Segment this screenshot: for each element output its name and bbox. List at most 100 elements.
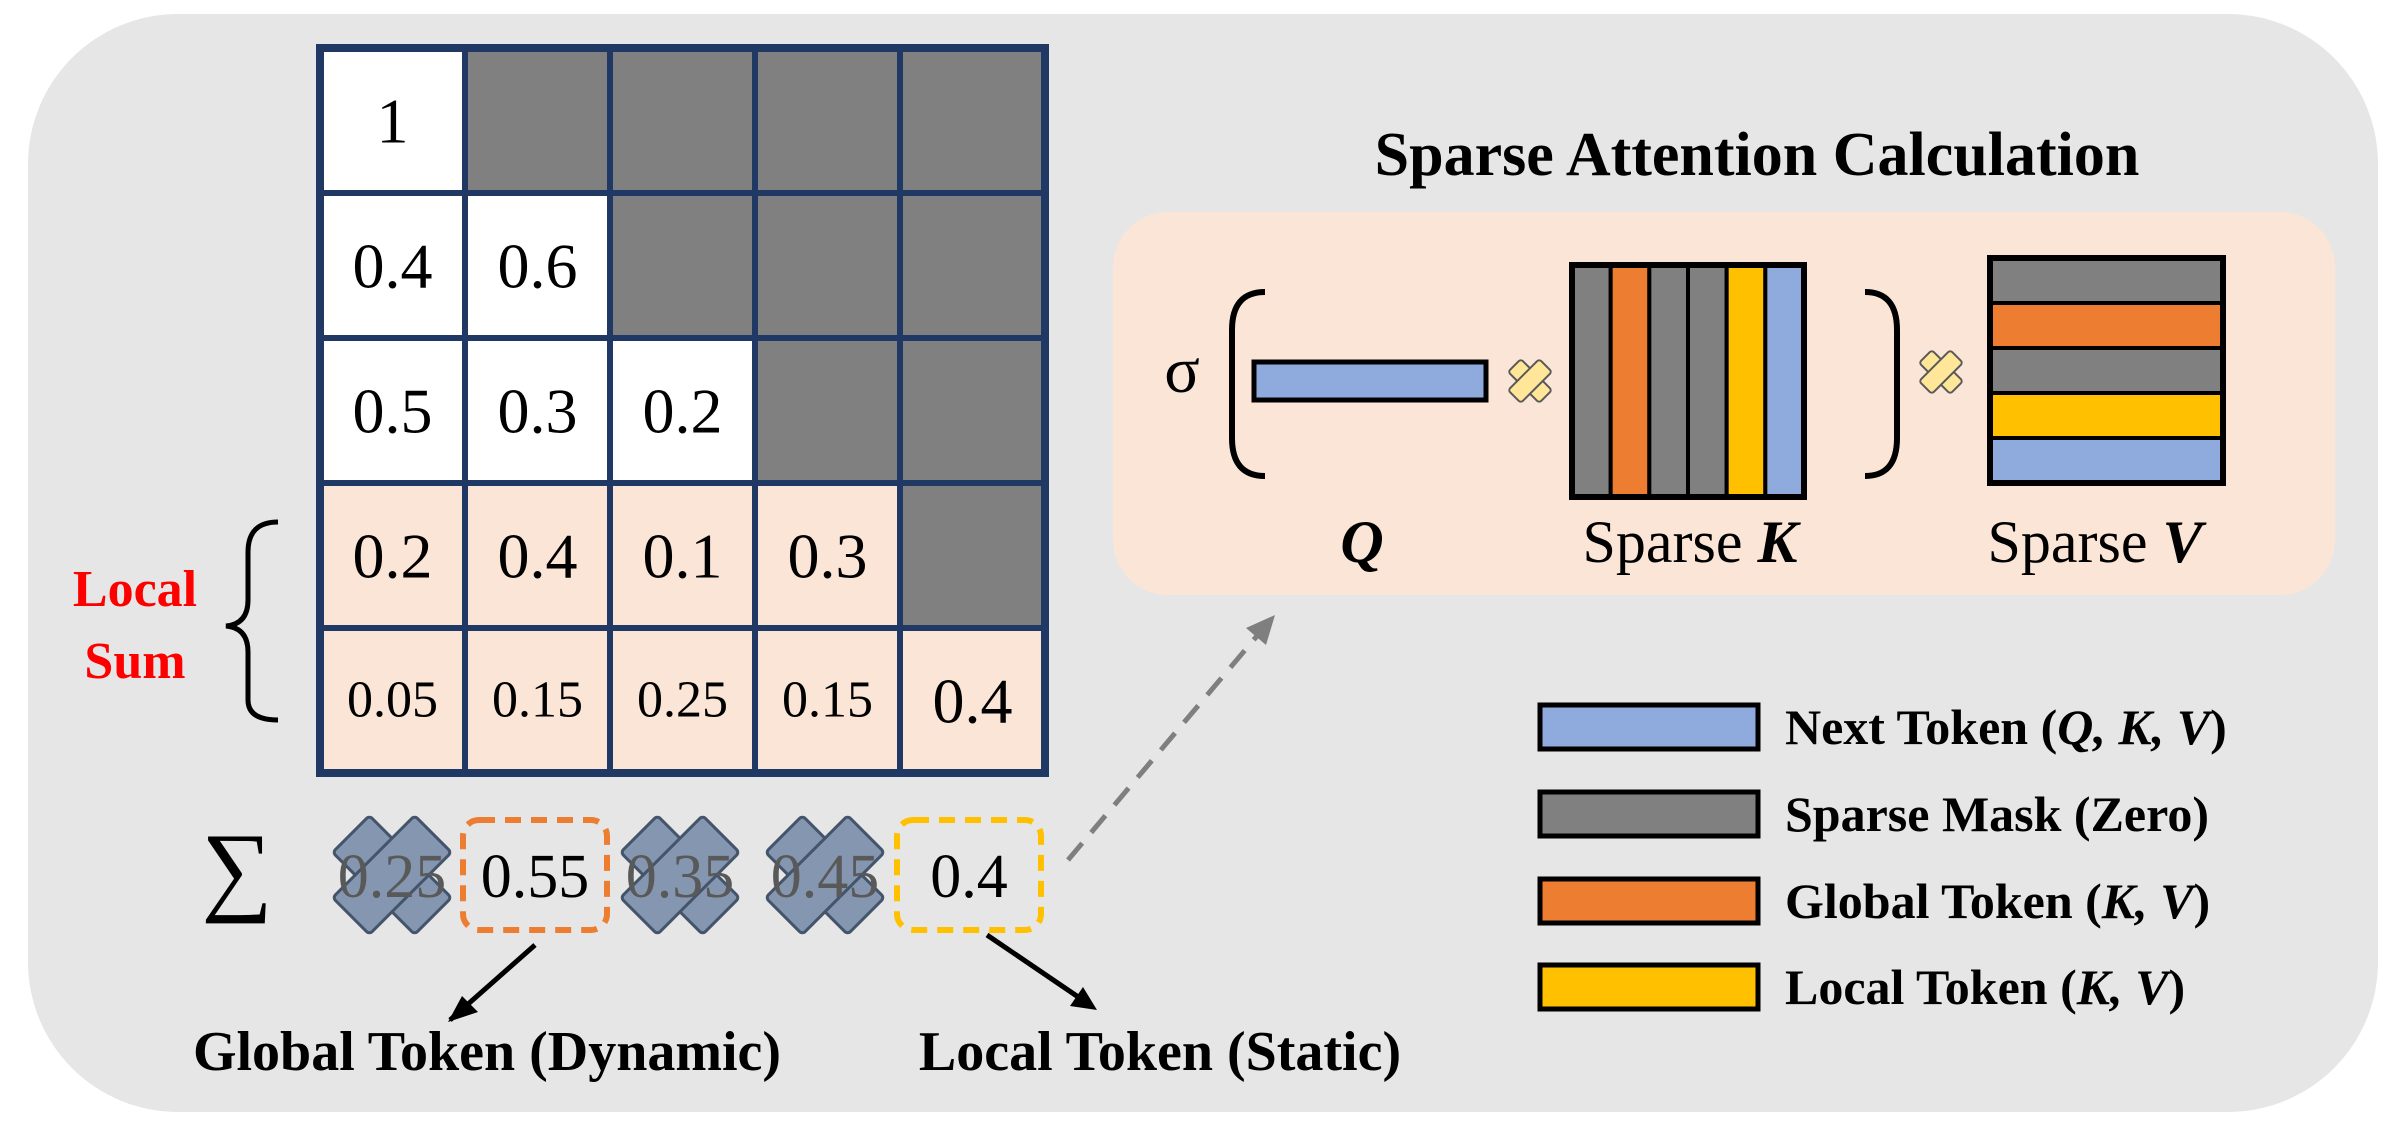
- sum-value: 0.55: [481, 843, 590, 911]
- matrix-cell-value: 0.15: [492, 672, 583, 729]
- sum-value: 0.35: [626, 843, 735, 911]
- k-column-mask: [1647, 263, 1691, 499]
- matrix-cell-masked: [752, 190, 903, 341]
- matrix-cell: [607, 625, 758, 776]
- sparse-v-matrix: [1987, 255, 2226, 486]
- multiply-stroke: [1919, 350, 1963, 394]
- matrix-border: [316, 44, 1049, 777]
- matrix-cell-value: 0.2: [643, 376, 723, 447]
- legend-label: Next Token (Q, K, V): [1785, 699, 2227, 755]
- legend-label: Sparse Mask (Zero): [1785, 786, 2209, 842]
- legend-swatch-mask: [1537, 789, 1761, 839]
- sum-global: 0.55: [460, 817, 610, 933]
- local-token-box: [894, 817, 1044, 933]
- matrix-cell-masked: [752, 45, 903, 196]
- multiply-icon: [1508, 359, 1552, 403]
- local-token-arrowhead: [1070, 987, 1097, 1010]
- strike-cross: [332, 815, 452, 935]
- matrix-cell-masked: [897, 480, 1048, 631]
- matrix-cell-value: 0.15: [782, 672, 873, 729]
- global-token-caption: Global Token (Dynamic): [193, 1021, 781, 1083]
- local-sum-brace: [225, 519, 279, 723]
- matrix-cell-value: 0.6: [498, 231, 578, 302]
- strike-cross: [620, 815, 740, 935]
- to-calculation-arrowhead: [1246, 615, 1275, 645]
- matrix-cell-masked: [462, 45, 613, 196]
- k-column-local: [1724, 263, 1768, 499]
- matrix-cell-masked: [897, 190, 1048, 341]
- legend-swatch-next: [1537, 702, 1761, 752]
- strike-cross: [765, 815, 885, 935]
- k-column-next: [1763, 263, 1807, 499]
- sparse-k-matrix: [1569, 262, 1807, 500]
- matrix-cell-value: 0.3: [498, 376, 578, 447]
- matrix-cell-masked: [752, 335, 903, 486]
- local-sum-label-line1: Local: [73, 561, 197, 618]
- calc-title: Sparse Attention Calculation: [1375, 121, 2140, 189]
- matrix-cell: [607, 335, 758, 486]
- right-paren: [1864, 289, 1900, 479]
- matrix-cell-value: 0.4: [933, 666, 1013, 737]
- v-row-global: [1988, 301, 2225, 350]
- global-token-arrowhead: [448, 996, 478, 1022]
- to-calculation-arrow: [1066, 628, 1264, 862]
- v-row-next: [1988, 436, 2225, 485]
- matrix-cell: [317, 625, 468, 776]
- legend-label: Global Token (K, V): [1785, 873, 2210, 929]
- global-token-box: [460, 817, 610, 933]
- legend: Next Token (Q, K, V) Sparse Mask (Zero) Gl…: [1537, 699, 2227, 1015]
- column-sums: 0.25 0.55 0.35 0.45 0.4: [332, 815, 1044, 935]
- matrix-cell-value: 0.3: [788, 521, 868, 592]
- sum-value: 0.45: [771, 843, 880, 911]
- sum-value: 0.4: [930, 843, 1008, 911]
- matrix-cell: [897, 625, 1048, 776]
- legend-item-mask: Sparse Mask (Zero): [1537, 786, 2209, 842]
- matrix-cell-masked: [897, 45, 1048, 196]
- sigma-symbol: σ: [1164, 334, 1200, 407]
- sum-dropped: 0.35: [620, 815, 740, 935]
- legend-swatch-global: [1537, 876, 1761, 926]
- v-matrix-border: [1987, 255, 2226, 486]
- matrix-cell-value: 0.4: [353, 231, 433, 302]
- local-token-arrow: [985, 932, 1092, 1008]
- matrix-cell-value: 0.2: [353, 521, 433, 592]
- k-column-mask: [1686, 263, 1729, 499]
- legend-item-global: Global Token (K, V): [1537, 873, 2210, 929]
- multiply-stroke: [1508, 359, 1552, 403]
- matrix-cell-masked: [897, 335, 1048, 486]
- sparse-k-label: Sparse K: [1583, 509, 1802, 575]
- matrix-cell-value: 0.4: [498, 521, 578, 592]
- local-sum-label-line2: Sum: [84, 633, 185, 690]
- legend-item-next: Next Token (Q, K, V): [1537, 699, 2227, 755]
- matrix-cell-masked: [607, 45, 758, 196]
- local-token-caption: Local Token (Static): [919, 1021, 1401, 1083]
- sum-dropped: 0.45: [765, 815, 885, 935]
- matrix-cell-value: 1: [377, 86, 409, 157]
- v-row-mask: [1988, 346, 2225, 395]
- sum-symbol: ∑: [201, 813, 272, 924]
- matrix-cell: [317, 480, 468, 631]
- matrix-cell-masked: [607, 190, 758, 341]
- v-row-local: [1988, 391, 2225, 440]
- k-column-global: [1608, 263, 1652, 499]
- multiply-icon: [1919, 350, 1963, 394]
- v-row-mask: [1988, 256, 2225, 305]
- k-matrix-border: [1569, 262, 1807, 500]
- matrix-cell: [752, 625, 903, 776]
- query-vector: [1251, 359, 1489, 403]
- k-column-mask: [1570, 263, 1613, 499]
- matrix-cell: [607, 480, 758, 631]
- left-paren: [1229, 289, 1266, 479]
- sparse-v-label: Sparse V: [1988, 509, 2208, 575]
- sum-local: 0.4: [894, 817, 1044, 933]
- matrix-cell-value: 0.25: [637, 672, 728, 729]
- matrix-cell-value: 0.5: [353, 376, 433, 447]
- q-label: Q: [1340, 509, 1383, 575]
- legend-item-local: Local Token (K, V): [1537, 959, 2185, 1015]
- matrix-cell-value: 0.1: [643, 521, 723, 592]
- sum-dropped: 0.25: [332, 815, 452, 935]
- legend-swatch-local: [1537, 962, 1761, 1012]
